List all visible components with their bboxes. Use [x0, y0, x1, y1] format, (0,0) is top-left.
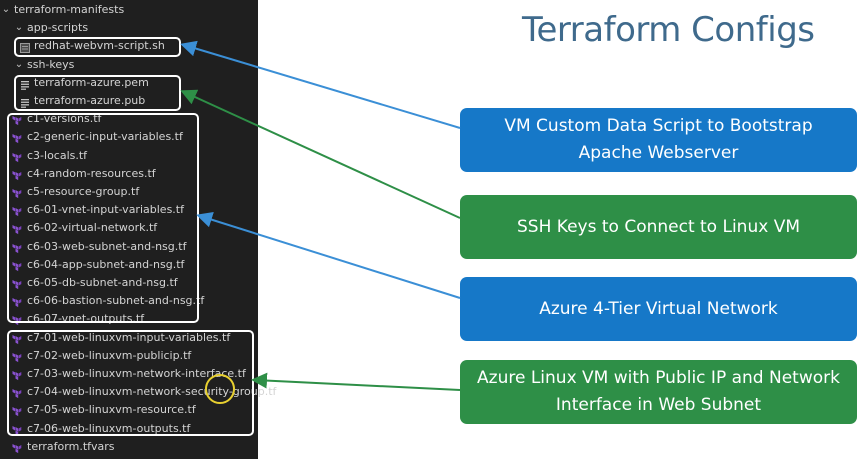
terraform-icon: [12, 205, 22, 217]
terraform-icon: [12, 296, 22, 308]
arrow-ssh-keys: [180, 89, 461, 219]
folder-ssh-keys-label: ssh-keys: [27, 57, 75, 71]
arrow-linuxvm: [251, 372, 461, 391]
file-item-label: terraform-azure.pem: [34, 75, 149, 89]
folder-terraform-manifests[interactable]: ⌄terraform-manifests: [0, 1, 258, 19]
file-item[interactable]: redhat-webvm-script.sh: [0, 37, 258, 55]
terraform-icon: [12, 187, 22, 199]
file-item[interactable]: terraform.tfvars: [0, 438, 258, 456]
file-item[interactable]: c1-versions.tf: [0, 110, 258, 128]
terraform-icon: [12, 333, 22, 344]
terraform-icon: [12, 278, 22, 290]
highlight-box-script: [14, 37, 181, 57]
slide-title: Terraform Configs: [522, 10, 815, 50]
terraform-icon: [12, 169, 22, 180]
terraform-icon: [12, 151, 22, 162]
terraform-icon: [12, 242, 22, 253]
file-item-label: c6-06-bastion-subnet-and-nsg.tf: [27, 294, 205, 308]
file-item-label: c1-versions.tf: [27, 112, 102, 126]
terraform-icon: [12, 260, 22, 271]
cursor-highlight-ring: [205, 374, 235, 404]
terraform-icon: [12, 442, 22, 453]
file-item[interactable]: c6-04-app-subnet-and-nsg.tf: [0, 256, 258, 274]
terraform-icon: [12, 369, 22, 381]
file-item-label: c7-06-web-linuxvm-outputs.tf: [27, 421, 191, 435]
chevron-down-icon[interactable]: ⌄: [1, 4, 11, 15]
folder-ssh-keys[interactable]: ⌄ssh-keys: [0, 56, 258, 74]
file-item[interactable]: terraform-azure.pem: [0, 74, 258, 92]
file-item[interactable]: c7-01-web-linuxvm-input-variables.tf: [0, 329, 258, 347]
file-item-label: c6-01-vnet-input-variables.tf: [27, 203, 184, 217]
file-item[interactable]: c6-03-web-subnet-and-nsg.tf: [0, 238, 258, 256]
terraform-icon: [12, 314, 22, 326]
file-item-label: c6-03-web-subnet-and-nsg.tf: [27, 239, 187, 253]
arrow-script: [180, 40, 461, 129]
text-file-icon: [20, 78, 30, 90]
terraform-icon: [12, 351, 22, 362]
callout-virtual-network: Azure 4-Tier Virtual Network: [460, 277, 857, 341]
file-item[interactable]: c6-01-vnet-input-variables.tf: [0, 201, 258, 219]
callout-custom-data-script: VM Custom Data Script to Bootstrap Apach…: [460, 108, 857, 172]
shell-script-icon: [20, 41, 30, 54]
file-item-label: c7-02-web-linuxvm-publicip.tf: [27, 348, 192, 362]
terraform-icon: [12, 223, 22, 235]
file-item[interactable]: c6-05-db-subnet-and-nsg.tf: [0, 274, 258, 292]
file-item[interactable]: terraform-azure.pub: [0, 92, 258, 110]
file-item-label: terraform.tfvars: [27, 439, 115, 453]
file-item[interactable]: c5-resource-group.tf: [0, 183, 258, 201]
chevron-down-icon[interactable]: ⌄: [14, 58, 24, 70]
chevron-down-icon[interactable]: ⌄: [14, 22, 24, 34]
file-item[interactable]: c3-locals.tf: [0, 147, 258, 165]
highlight-box-ssh-keys: [14, 75, 181, 111]
callout-ssh-keys: SSH Keys to Connect to Linux VM: [460, 195, 857, 259]
terraform-icon: [12, 114, 22, 126]
file-item-label: c7-03-web-linuxvm-network-interface.tf: [27, 367, 246, 380]
terraform-icon: [12, 405, 22, 417]
file-item-label: c7-01-web-linuxvm-input-variables.tf: [27, 330, 231, 344]
file-item-label: c5-resource-group.tf: [27, 185, 140, 198]
folder-app-scripts-label: app-scripts: [27, 21, 89, 35]
arrow-vnet: [196, 211, 461, 299]
file-item-label: redhat-webvm-script.sh: [34, 39, 165, 53]
callout-linux-vm: Azure Linux VM with Public IP and Networ…: [460, 360, 857, 424]
file-item-label: c4-random-resources.tf: [27, 166, 156, 180]
terraform-icon: [12, 424, 22, 435]
text-file-icon: [20, 96, 30, 108]
file-item[interactable]: c7-05-web-linuxvm-resource.tf: [0, 401, 258, 419]
terraform-icon: [12, 132, 22, 144]
file-item[interactable]: c2-generic-input-variables.tf: [0, 128, 258, 146]
terraform-icon: [12, 387, 22, 399]
file-item-label: c3-locals.tf: [27, 148, 88, 162]
file-item[interactable]: c7-02-web-linuxvm-publicip.tf: [0, 347, 258, 365]
file-item[interactable]: c7-03-web-linuxvm-network-interface.tf: [0, 365, 258, 383]
file-item[interactable]: c4-random-resources.tf: [0, 165, 258, 183]
file-item[interactable]: c6-06-bastion-subnet-and-nsg.tf: [0, 292, 258, 310]
file-item-label: c6-04-app-subnet-and-nsg.tf: [27, 257, 185, 271]
file-item[interactable]: c7-06-web-linuxvm-outputs.tf: [0, 420, 258, 438]
folder-app-scripts[interactable]: ⌄app-scripts: [0, 19, 258, 37]
file-item-label: terraform-azure.pub: [34, 94, 146, 107]
folder-terraform-manifests-label: terraform-manifests: [14, 3, 125, 16]
file-item-label: c2-generic-input-variables.tf: [27, 130, 183, 144]
file-item-label: c7-05-web-linuxvm-resource.tf: [27, 403, 196, 417]
file-item-label: c6-02-virtual-network.tf: [27, 221, 158, 235]
file-item[interactable]: c6-02-virtual-network.tf: [0, 219, 258, 237]
file-item-label: c6-05-db-subnet-and-nsg.tf: [27, 276, 178, 289]
